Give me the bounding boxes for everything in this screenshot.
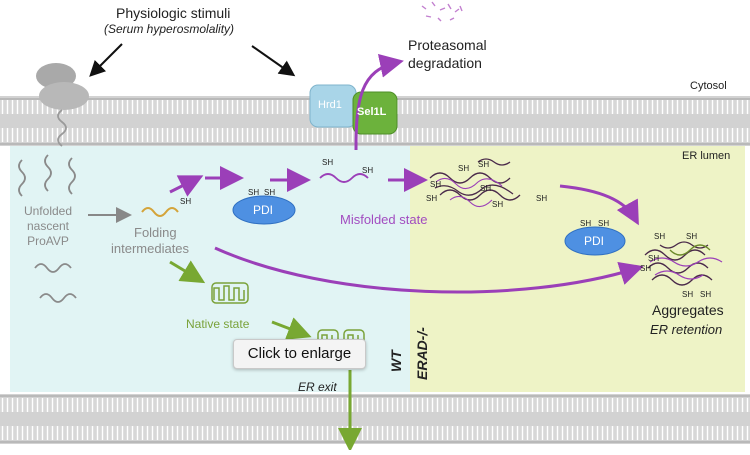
sh-label: SH xyxy=(480,184,492,193)
proteasomal-label-line2: degradation xyxy=(408,55,482,71)
sel1l-complex xyxy=(352,91,398,135)
misfolded-cluster-icon xyxy=(429,158,521,201)
sh-label: SH xyxy=(640,264,652,273)
sh-label: SH xyxy=(686,232,698,241)
pdi-right-label: PDI xyxy=(584,234,605,248)
aggregates-cluster-icon xyxy=(644,241,723,286)
cytosol-label: Cytosol xyxy=(690,80,727,92)
misfolded-chain-icon xyxy=(319,173,369,183)
sh-label: SH xyxy=(430,180,442,189)
wt-label: WT xyxy=(388,350,404,372)
sh-label: SH xyxy=(426,194,438,203)
native-to-exit-arrow xyxy=(271,317,312,340)
sh-label: SH xyxy=(180,197,192,206)
sh-label: SH xyxy=(580,219,592,228)
folding-label-line2: intermediates xyxy=(111,241,190,256)
pdi-left-label: PDI xyxy=(253,203,274,217)
cluster-to-aggregates-arrow xyxy=(559,184,639,226)
proteasomal-label-line1: Proteasomal xyxy=(408,37,487,53)
stimuli-arrow-right xyxy=(251,45,296,77)
erad-knockout-label: ERAD-/- xyxy=(414,327,430,380)
unfolded-label-line2: nascent xyxy=(26,219,70,233)
folding-to-native-arrow xyxy=(169,260,206,284)
folding-to-pdi-arrow xyxy=(169,175,204,197)
sh-label: SH xyxy=(248,188,260,197)
er-retention-label: ER retention xyxy=(650,322,723,337)
folding-label-line1: Folding xyxy=(134,225,177,240)
membrane-bottom xyxy=(0,394,750,444)
pdi-right xyxy=(564,226,626,256)
ribosome-icon xyxy=(36,63,89,147)
native-protein-icon xyxy=(211,282,249,304)
sh-label: SH xyxy=(700,290,712,299)
pdi-left xyxy=(232,195,296,225)
sh-label: SH xyxy=(264,188,276,197)
stimuli-arrow-left xyxy=(89,43,123,77)
hrd1-label: Hrd1 xyxy=(318,99,342,111)
folding-intermediate-icon xyxy=(141,207,179,217)
erad-to-proteasome-arrow xyxy=(354,53,404,151)
er-exit-label: ER exit xyxy=(298,380,337,394)
sh-label: SH xyxy=(478,160,490,169)
sh-label: SH xyxy=(682,290,694,299)
sh-label: SH xyxy=(492,200,504,209)
unfolded-label-line1: Unfolded xyxy=(23,204,73,218)
er-lumen-label: ER lumen xyxy=(682,150,731,162)
click-to-enlarge-tooltip[interactable]: Click to enlarge xyxy=(233,339,366,369)
sh-label: SH xyxy=(598,219,610,228)
membrane-top xyxy=(0,96,750,146)
stimuli-title: Physiologic stimuli xyxy=(116,5,231,21)
unfolded-chains xyxy=(18,154,77,303)
degraded-fragments-icon xyxy=(421,1,463,22)
aggregates-label: Aggregates xyxy=(652,302,724,318)
sh-label: SH xyxy=(648,254,660,263)
native-label: Native state xyxy=(186,317,250,331)
sh-label: SH xyxy=(458,164,470,173)
folding-to-aggregates-arrow xyxy=(214,246,644,294)
stimuli-subtitle: (Serum hyperosmolality) xyxy=(104,22,235,36)
sh-label: SH xyxy=(362,166,374,175)
sh-label: SH xyxy=(654,232,666,241)
misfolded-label: Misfolded state xyxy=(340,212,428,227)
unfolded-label-line3: ProAVP xyxy=(27,234,69,248)
sh-label: SH xyxy=(536,194,548,203)
sh-label: SH xyxy=(322,158,334,167)
lumen-erad-region xyxy=(410,140,745,392)
sel1l-label: Sel1L xyxy=(357,106,387,118)
